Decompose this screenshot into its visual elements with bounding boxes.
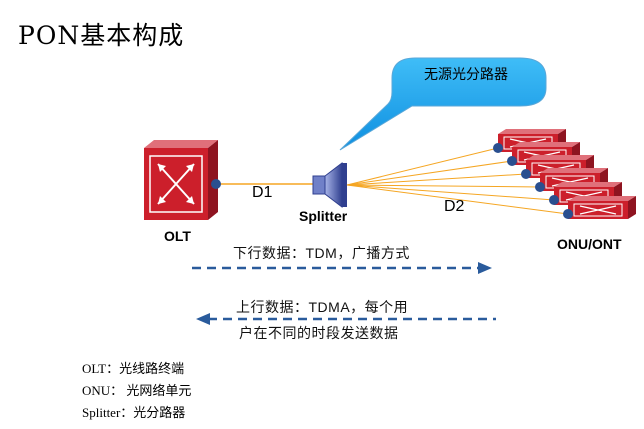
splitter-icon	[312, 161, 347, 209]
onu-stack	[498, 129, 636, 219]
olt-port	[211, 179, 221, 189]
olt-device	[144, 140, 218, 220]
callout-label: 无源光分路器	[424, 67, 508, 83]
fiber-d2-fanout	[346, 147, 569, 215]
callout-bubble	[339, 57, 547, 151]
downstream-arrowhead	[478, 262, 492, 274]
legend-item: Splitter：光分路器	[82, 405, 186, 420]
page-title: PON基本构成	[18, 21, 185, 50]
upstream-arrowhead	[196, 313, 210, 325]
legend-item: OLT：光线路终端	[82, 361, 185, 376]
onu-label: ONU/ONT	[557, 236, 622, 252]
legend-item: ONU： 光网络单元	[82, 383, 192, 398]
downstream-text: 下行数据：TDM，广播方式	[233, 245, 410, 261]
splitter-label: Splitter	[299, 208, 348, 224]
d2-label: D2	[444, 198, 465, 215]
d1-label: D1	[252, 184, 273, 201]
upstream-text-line2: 户在不同的时段发送数据	[239, 325, 399, 341]
onu-ports	[493, 143, 573, 219]
olt-label: OLT	[164, 228, 191, 244]
upstream-text-line1: 上行数据：TDMA，每个用	[236, 299, 409, 315]
